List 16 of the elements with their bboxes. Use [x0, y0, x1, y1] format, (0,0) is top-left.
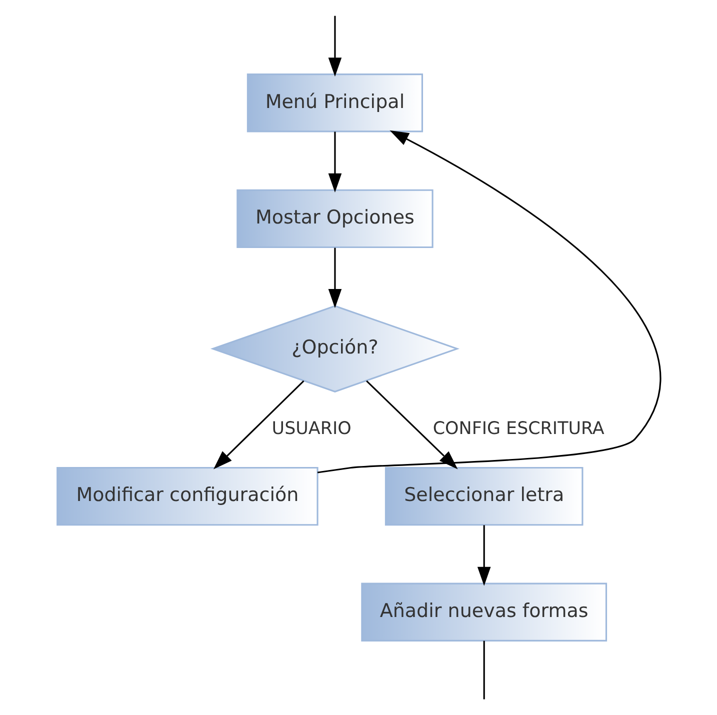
arrow — [328, 132, 342, 192]
arrow — [328, 16, 342, 77]
node-box: Añadir nuevas formas — [360, 582, 607, 642]
connector — [482, 640, 484, 700]
edge-label: USUARIO — [271, 419, 351, 440]
node-box: Seleccionar letra — [384, 466, 583, 526]
arrow — [476, 525, 490, 586]
node-diamond: ¿Opción? — [210, 305, 460, 392]
arrow — [328, 248, 342, 308]
arrow — [212, 380, 304, 470]
arrow — [316, 130, 660, 474]
node-box: Mostar Opciones — [236, 189, 433, 248]
edge-label: CONFIG ESCRITURA — [432, 419, 604, 440]
arrow — [366, 380, 458, 470]
node-box: Modificar configuración — [56, 466, 318, 526]
node-box: Menú Principal — [246, 74, 423, 132]
